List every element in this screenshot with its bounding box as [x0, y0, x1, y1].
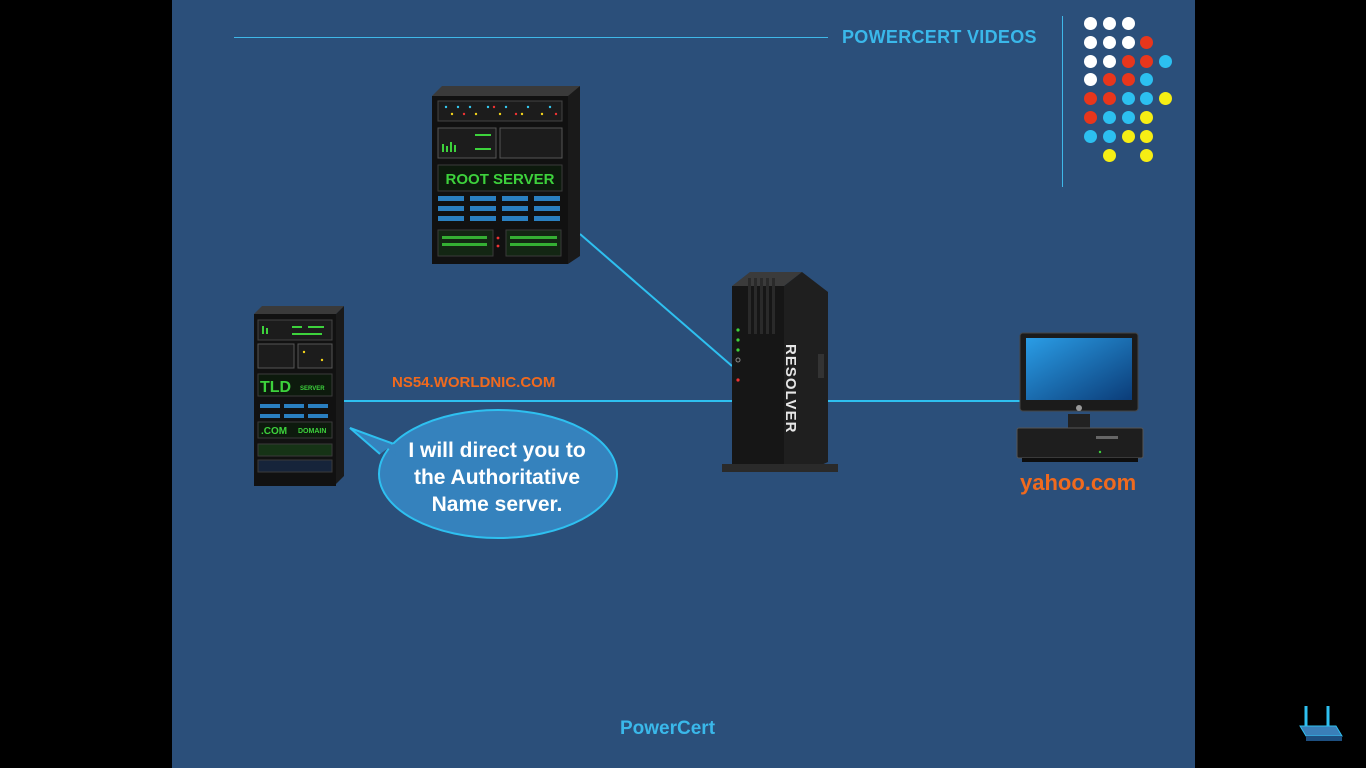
logo-dot	[1084, 92, 1097, 106]
tld-server-icon: TLD SERVER .COM DOMAIN	[254, 306, 344, 486]
speech-line-2: the Authoritative	[413, 466, 581, 489]
speech-bubble	[349, 409, 618, 539]
logo-dot	[1102, 54, 1116, 68]
logo-dot	[1121, 73, 1135, 87]
logo-dot	[1121, 111, 1135, 124]
logo-divider	[1062, 16, 1063, 187]
logo-dot	[1140, 148, 1154, 162]
logo-dot	[1102, 129, 1116, 143]
logo-dot	[1159, 92, 1173, 106]
logo-dot	[1084, 54, 1097, 68]
logo-dot	[1084, 73, 1097, 87]
logo-dot	[1084, 111, 1097, 124]
logo-dot	[1140, 92, 1154, 106]
logo-dot	[1140, 111, 1154, 124]
logo-dot	[1102, 111, 1116, 124]
desktop-computer-icon	[1016, 332, 1144, 462]
logo-dot	[1121, 129, 1135, 143]
tld-server-sub: SERVER	[300, 386, 325, 392]
tld-server-label: TLD	[260, 379, 291, 396]
logo-dot	[1140, 35, 1154, 49]
root-to-resolver-line	[579, 233, 733, 367]
resolver-label: RESOLVER	[782, 344, 799, 433]
logo-dot	[1140, 54, 1154, 68]
dot-grid-logo	[172, 0, 1195, 200]
computer-domain-label: yahoo.com	[1020, 470, 1137, 495]
footer-brand: PowerCert	[620, 718, 716, 739]
speech-line-1: I will direct you to	[408, 439, 586, 462]
logo-dot	[1084, 17, 1097, 30]
tld-com-label: .COM	[261, 426, 287, 437]
logo-dot	[1102, 17, 1116, 30]
logo-dot	[1102, 148, 1116, 162]
logo-dot	[1084, 129, 1097, 143]
logo-dot	[1140, 129, 1154, 143]
resolver-server-icon: RESOLVER	[722, 272, 838, 472]
root-server-label: ROOT SERVER	[446, 171, 555, 188]
brand-title: POWERCERT VIDEOS	[842, 27, 1037, 47]
logo-dot	[1102, 73, 1116, 87]
speech-line-3: Name server.	[431, 493, 563, 516]
slide-canvas: POWERCERT VIDEOS ROOT SERVER	[172, 0, 1195, 768]
tld-domain-label: DOMAIN	[298, 428, 326, 435]
logo-dot	[1121, 54, 1135, 68]
root-server-icon: ROOT SERVER	[432, 86, 580, 264]
logo-dot	[1121, 17, 1135, 30]
logo-dot	[1102, 35, 1116, 49]
logo-dot	[1140, 73, 1154, 87]
router-icon	[1299, 706, 1343, 741]
speech-bubble-text: I will direct you to the Authoritative N…	[377, 437, 617, 518]
header-rule	[234, 37, 828, 38]
logo-dot	[1084, 35, 1097, 49]
logo-dot	[1159, 54, 1173, 68]
logo-dot	[1121, 92, 1135, 106]
connection-lines	[344, 233, 1022, 402]
nameserver-label: NS54.WORLDNIC.COM	[392, 374, 556, 391]
logo-dot	[1121, 35, 1135, 49]
logo-dot	[1102, 92, 1116, 106]
